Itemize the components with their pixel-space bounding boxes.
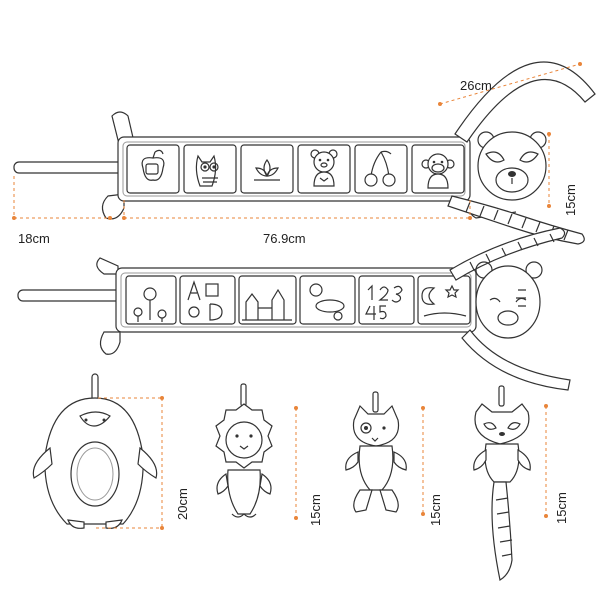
- dim-18-label: 18cm: [18, 231, 50, 246]
- tiger-head-icon: [475, 261, 543, 339]
- owl-icon: [195, 154, 219, 187]
- panel-owl: [183, 144, 237, 194]
- bear-icon: [310, 149, 338, 187]
- numbers-icon: [365, 284, 403, 320]
- dim-raccoon: 15cm: [544, 404, 569, 524]
- dim-penguin: 20cm: [96, 396, 190, 530]
- left-strap: [13, 161, 125, 174]
- dim-76-label: 76.9cm: [263, 231, 306, 246]
- lion-toy: [215, 383, 273, 518]
- panel-space: [299, 275, 356, 325]
- panel-numbers: [358, 275, 415, 325]
- penguin-mirror-toy: [32, 373, 158, 529]
- raccoon-head-icon: [477, 131, 547, 201]
- dim-15-top-label: 15cm: [563, 184, 578, 216]
- dim-cat: 15cm: [421, 406, 443, 526]
- dim-lion-label: 15cm: [308, 494, 323, 526]
- panel-monkey: [411, 144, 465, 194]
- cherry-icon: [364, 150, 396, 187]
- dim-penguin-label: 20cm: [175, 488, 190, 520]
- dim-18: 18cm: [12, 176, 112, 246]
- dim-76: 76.9cm: [122, 200, 472, 246]
- panel-bear: [297, 144, 351, 194]
- space-icon: [309, 283, 345, 321]
- apple-icon: [141, 149, 165, 181]
- crinkle-ribbon-back: [99, 331, 121, 355]
- night-sky-icon: [421, 284, 467, 317]
- dim-lion: 15cm: [294, 406, 323, 526]
- panel-castle: [238, 275, 297, 325]
- raccoon-striped-tail: [491, 481, 513, 581]
- front-book: [13, 61, 596, 245]
- monkey-icon: [421, 153, 455, 189]
- back-book: [17, 227, 571, 391]
- castle-icon: [242, 288, 292, 321]
- dim-15-top: 15cm: [547, 132, 578, 216]
- letters-icon: [187, 280, 223, 321]
- lotus-icon: [254, 158, 280, 181]
- arch-handle-upper: [454, 61, 596, 143]
- panel-cherry: [354, 144, 408, 194]
- cat-toy: [345, 391, 407, 513]
- dim-cat-label: 15cm: [428, 494, 443, 526]
- raccoon-toy: [473, 385, 531, 581]
- dim-raccoon-label: 15cm: [554, 492, 569, 524]
- arch-handle-back: [461, 329, 571, 391]
- panel-lotus: [240, 144, 294, 194]
- dim-26-label: 26cm: [460, 78, 492, 93]
- panel-letters: [179, 275, 236, 325]
- left-strap-back: [17, 289, 123, 302]
- dim-26: 26cm: [438, 62, 582, 106]
- panel-apple: [126, 144, 180, 194]
- flowers-icon: [133, 287, 167, 322]
- panel-flowers: [125, 275, 177, 325]
- panel-night-sky: [417, 275, 471, 325]
